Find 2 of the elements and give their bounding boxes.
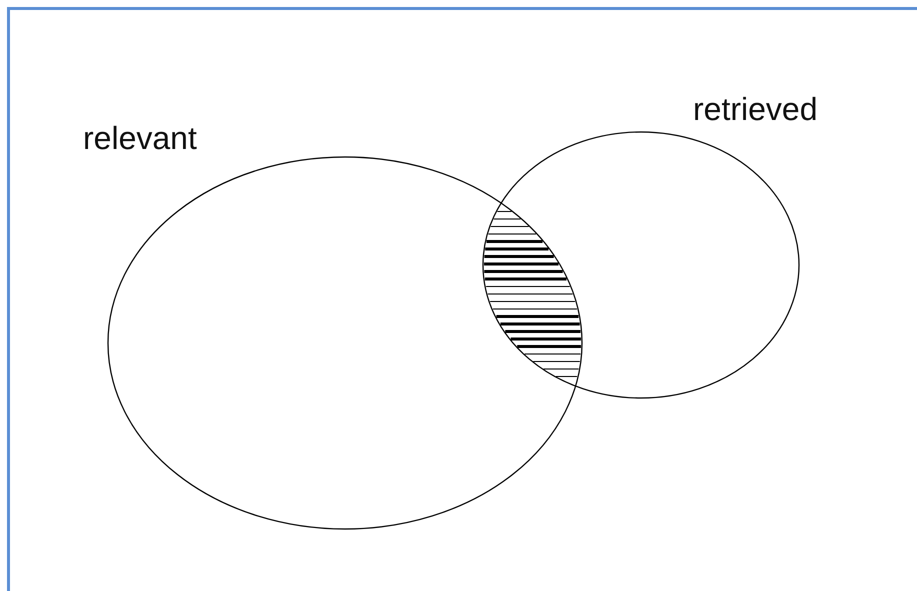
set-label: relevant (83, 122, 197, 154)
set-label: retrieved (693, 93, 818, 125)
